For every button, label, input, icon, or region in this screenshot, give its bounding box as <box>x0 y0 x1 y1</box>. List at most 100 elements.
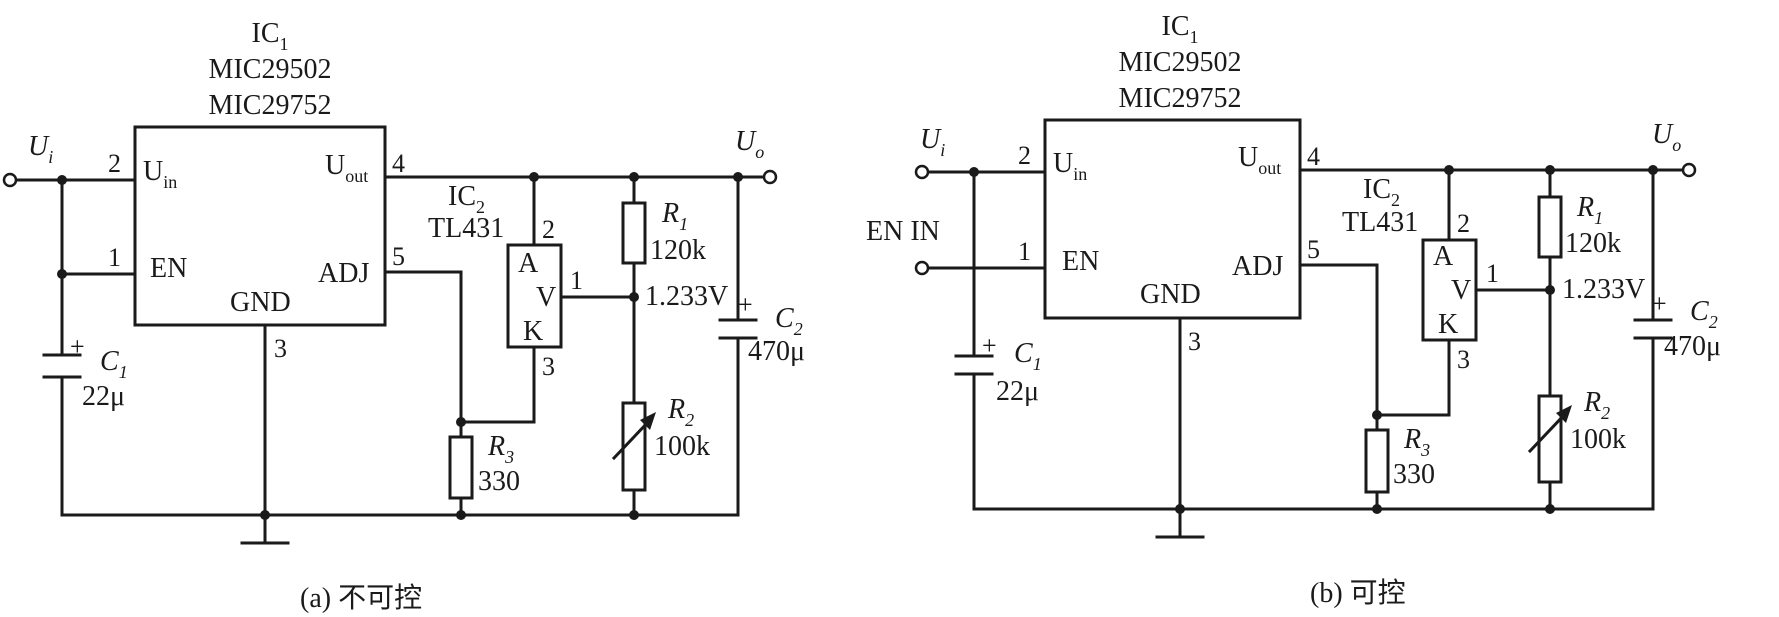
en-in-terminal-b <box>914 260 930 276</box>
ic2-pin-v-b: V <box>1451 275 1471 306</box>
resistor-r1-b <box>1537 195 1563 259</box>
r1-value-b: 120k <box>1565 228 1621 259</box>
ic1-part2-a: MIC29752 <box>209 90 332 121</box>
pin-num-1-b: 1 <box>1018 237 1031 266</box>
wire-ic2-b <box>1447 168 1552 292</box>
caption-a: (a) 不可控 <box>300 582 422 614</box>
variable-arrow-icon-b <box>1527 405 1572 454</box>
input-terminal-a <box>2 172 18 188</box>
ic1-box-b <box>1043 118 1302 320</box>
r1-value-a: 120k <box>650 235 706 266</box>
c2-label-a: C2 <box>775 303 803 339</box>
ic1-part2-b: MIC29752 <box>1119 83 1242 114</box>
ic1-box-a <box>133 125 387 327</box>
ic2-pin-k-a: K <box>523 316 543 347</box>
junctions-b <box>969 165 1658 514</box>
c2-plus-b: + <box>1652 289 1667 318</box>
resistor-r2-b <box>1537 394 1563 484</box>
pin-adj-b: ADJ <box>1232 251 1283 282</box>
pin-num-4-b: 4 <box>1307 142 1320 171</box>
r3-value-a: 330 <box>478 466 520 497</box>
wire-en-a <box>60 178 137 276</box>
wire-c1-b <box>972 168 1655 511</box>
ic2-pin-k-b: K <box>1438 309 1458 340</box>
ic2-box-a <box>506 243 563 349</box>
pin-gnd-b: GND <box>1140 279 1201 310</box>
ic2-num-2-b: 2 <box>1457 209 1470 238</box>
r3-value-b: 330 <box>1393 459 1435 490</box>
pin-num-3-a: 3 <box>274 334 287 363</box>
c2-plus-a: + <box>738 290 753 319</box>
r1-label-b: R1 <box>1576 192 1603 228</box>
circuit-b: IC1 MIC29502 MIC29752 Uin EN GND Uout AD… <box>866 11 1721 609</box>
wire-c1-a <box>60 175 740 517</box>
vref-label-a: 1.233V <box>645 281 728 312</box>
pin-adj-a: ADJ <box>318 258 369 289</box>
pin-uin-a: Uin <box>143 156 177 192</box>
ic1-part1-b: MIC29502 <box>1119 47 1242 78</box>
ic2-part-b: TL431 <box>1342 207 1418 238</box>
pin-uout-a: Uout <box>325 150 368 186</box>
pin-num-2-a: 2 <box>108 149 121 178</box>
r3-label-b: R3 <box>1403 424 1430 460</box>
wire-gnd-b <box>1155 316 1205 539</box>
ic2-box-b <box>1421 238 1478 342</box>
ic2-num-3-a: 3 <box>542 352 555 381</box>
capacitor-c2-b <box>1633 318 1673 340</box>
pin-en-a: EN <box>150 253 187 284</box>
pin-num-3-b: 3 <box>1188 327 1201 356</box>
pin-gnd-a: GND <box>230 287 291 318</box>
capacitor-c2-a <box>718 318 758 340</box>
input-label-a: Ui <box>28 131 53 167</box>
wire-gnd-a <box>240 323 290 545</box>
circuit-a: IC1 MIC29502 MIC29752 Uin EN GND Uout AD… <box>2 18 805 614</box>
ic2-label-a: IC2 <box>448 181 485 217</box>
pin-num-5-a: 5 <box>392 242 405 271</box>
ic2-num-1-b: 1 <box>1486 259 1499 288</box>
caption-b: (b) 可控 <box>1310 577 1406 609</box>
capacitor-c1-a <box>42 353 82 379</box>
resistor-r3-b <box>1364 428 1390 494</box>
output-terminal-a <box>762 169 778 185</box>
pin-uin-b: Uin <box>1053 148 1087 184</box>
vref-label-b: 1.233V <box>1562 274 1645 305</box>
r2-value-a: 100k <box>654 431 710 462</box>
ic2-part-a: TL431 <box>428 213 504 244</box>
ic2-num-2-a: 2 <box>542 215 555 244</box>
c2-value-a: 470μ <box>748 336 805 367</box>
r2-value-b: 100k <box>1570 424 1626 455</box>
c2-value-b: 470μ <box>1664 331 1721 362</box>
c1-plus-a: + <box>70 332 85 361</box>
ic2-pin-v-a: V <box>536 282 556 313</box>
input-label-b: Ui <box>920 124 945 160</box>
resistor-r1-a <box>621 201 647 265</box>
c1-plus-b: + <box>982 331 997 360</box>
c2-label-b: C2 <box>1690 296 1718 332</box>
wire-ic2-a <box>532 175 636 299</box>
variable-arrow-icon-a <box>611 412 656 461</box>
r3-label-a: R3 <box>487 431 514 467</box>
r2-label-a: R2 <box>667 394 694 430</box>
pin-en-b: EN <box>1062 246 1099 277</box>
pin-num-4-a: 4 <box>392 149 405 178</box>
r1-label-a: R1 <box>661 198 688 234</box>
resistor-r3-a <box>448 435 474 500</box>
c1-value-a: 22μ <box>82 381 125 412</box>
pin-num-5-b: 5 <box>1307 235 1320 264</box>
pin-num-1-a: 1 <box>108 243 121 272</box>
pin-uout-b: Uout <box>1238 142 1281 178</box>
output-label-a: Uo <box>735 126 764 162</box>
ic2-pin-a-a: A <box>518 248 539 279</box>
r2-label-b: R2 <box>1583 387 1610 423</box>
en-in-label-b: EN IN <box>866 216 940 247</box>
output-terminal-b <box>1681 162 1697 178</box>
ic1-label-a: IC1 <box>252 18 289 54</box>
ic1-part1-a: MIC29502 <box>209 54 332 85</box>
ic2-num-1-a: 1 <box>570 266 583 295</box>
c1-label-b: C1 <box>1014 338 1042 374</box>
c1-label-a: C1 <box>100 346 128 382</box>
ic2-pin-a-b: A <box>1433 241 1454 272</box>
output-label-b: Uo <box>1652 119 1681 155</box>
ic2-num-3-b: 3 <box>1457 345 1470 374</box>
